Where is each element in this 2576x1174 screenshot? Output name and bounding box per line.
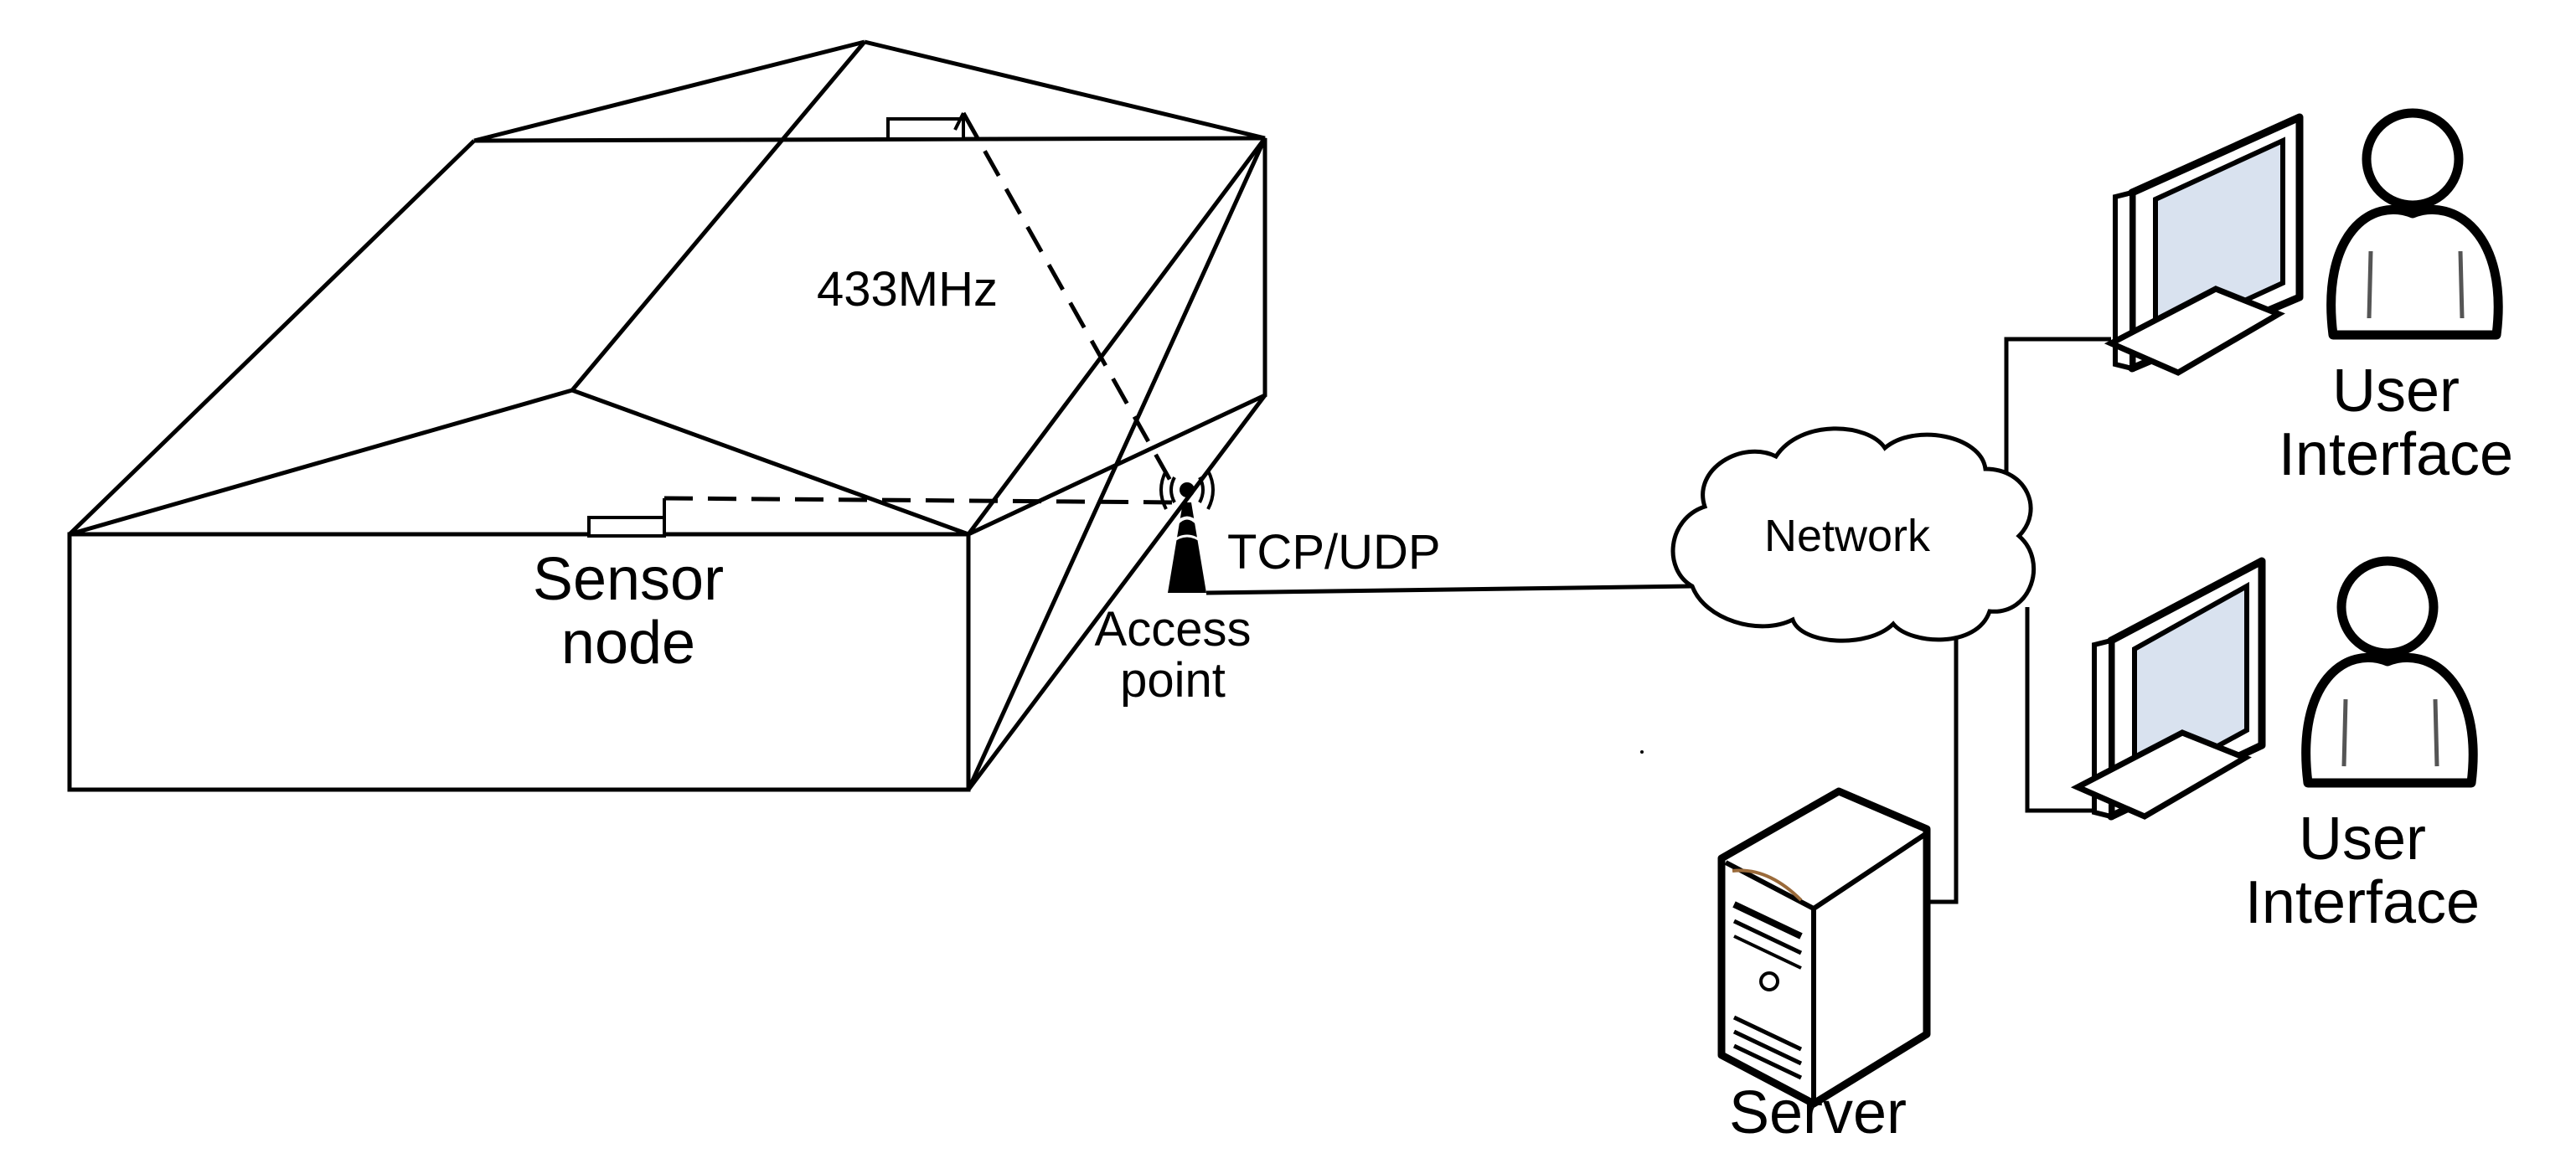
sensor-node-label-line2: node bbox=[560, 609, 696, 677]
server-label: Server bbox=[1728, 1079, 1907, 1146]
cloud-icon bbox=[1670, 426, 2036, 643]
access-point-label-line1: Access bbox=[1094, 602, 1252, 657]
user-interface-label-1: User Interface bbox=[2253, 358, 2538, 488]
monitor-icon bbox=[2070, 557, 2266, 821]
user-icon bbox=[2301, 556, 2478, 788]
access-point-label: Access point bbox=[1072, 602, 1273, 708]
user-interface-label-2-line1: User bbox=[2298, 806, 2426, 873]
monitor-icon bbox=[2104, 113, 2304, 376]
user-interface-label-1-line2: Interface bbox=[2278, 420, 2514, 488]
sensor-node-label: Sensor node bbox=[469, 548, 787, 675]
network-wires bbox=[1205, 337, 2111, 904]
sensor-module-roof bbox=[886, 117, 965, 141]
sensor-module-wall bbox=[587, 498, 666, 538]
user-icon bbox=[2326, 108, 2503, 340]
sensor-node-label-line1: Sensor bbox=[532, 546, 725, 613]
frequency-label: 433MHz bbox=[817, 262, 998, 317]
user-interface-label-2: User Interface bbox=[2220, 806, 2505, 936]
house-outline bbox=[67, 39, 1267, 792]
server-icon bbox=[1717, 787, 1931, 1108]
user-interface-label-2-line2: Interface bbox=[2244, 868, 2480, 936]
protocol-label: TCP/UDP bbox=[1227, 525, 1441, 579]
radio-link-dashed bbox=[663, 111, 1180, 505]
user-interface-label-1-line1: User bbox=[2331, 358, 2460, 425]
network-label: Network bbox=[1763, 511, 1931, 561]
access-point-label-line2: point bbox=[1120, 652, 1226, 708]
antenna-icon bbox=[1159, 470, 1215, 593]
